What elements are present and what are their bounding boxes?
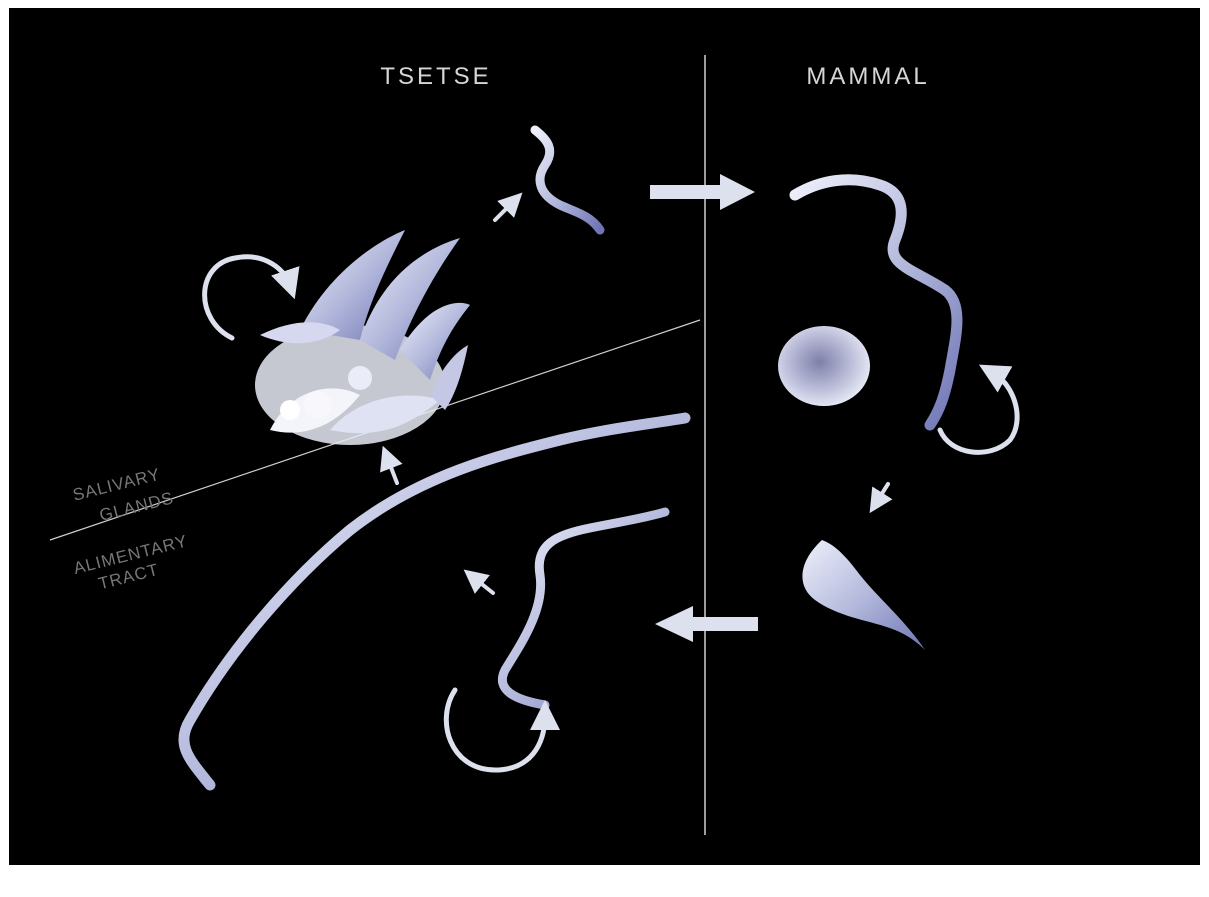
header-tsetse: TSETSE	[380, 63, 491, 90]
header-mammal: MAMMAL	[806, 63, 929, 90]
red-blood-cell-icon	[778, 326, 870, 406]
